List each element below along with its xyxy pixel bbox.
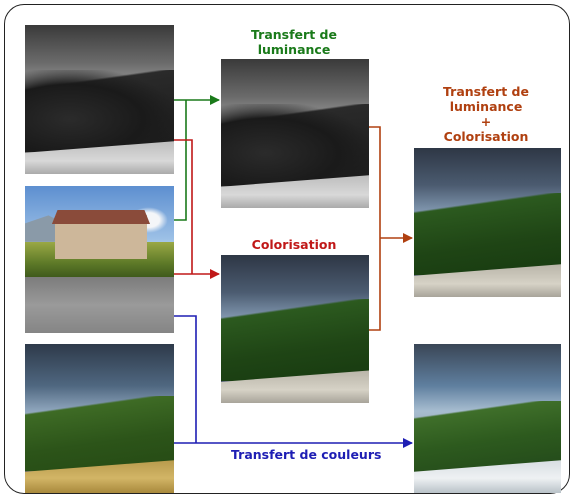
red-colorisation-arrow: [174, 139, 220, 279]
colour-transfer-result: [414, 344, 561, 493]
luminance-label-line2: luminance: [257, 42, 331, 57]
colour-transfer-label: Transfert de couleurs: [231, 447, 382, 462]
source-colour-landscape: [25, 344, 174, 493]
luminance-transfer-result: [221, 59, 369, 208]
combined-transfer-result: [414, 148, 561, 297]
colorisation-result: [221, 255, 369, 403]
source-grayscale-landscape: [25, 25, 174, 174]
source-house-street-photo: [25, 186, 174, 333]
blue-colour-transfer-arrow: [174, 315, 413, 448]
combined-label-line1: Transfert de: [443, 84, 529, 99]
luminance-label-line1: Transfert de: [251, 27, 337, 42]
combined-transfer-label: Transfert de luminance + Colorisation: [412, 84, 560, 144]
combined-label-line4: Colorisation: [443, 129, 529, 144]
green-luminance-arrow: [174, 95, 220, 221]
combined-label-line3: +: [480, 114, 492, 129]
combined-label-line2: luminance: [449, 99, 523, 114]
luminance-transfer-label: Transfert de luminance: [220, 27, 368, 57]
colorisation-label: Colorisation: [251, 237, 337, 252]
orange-combined-arrow: [369, 126, 413, 331]
